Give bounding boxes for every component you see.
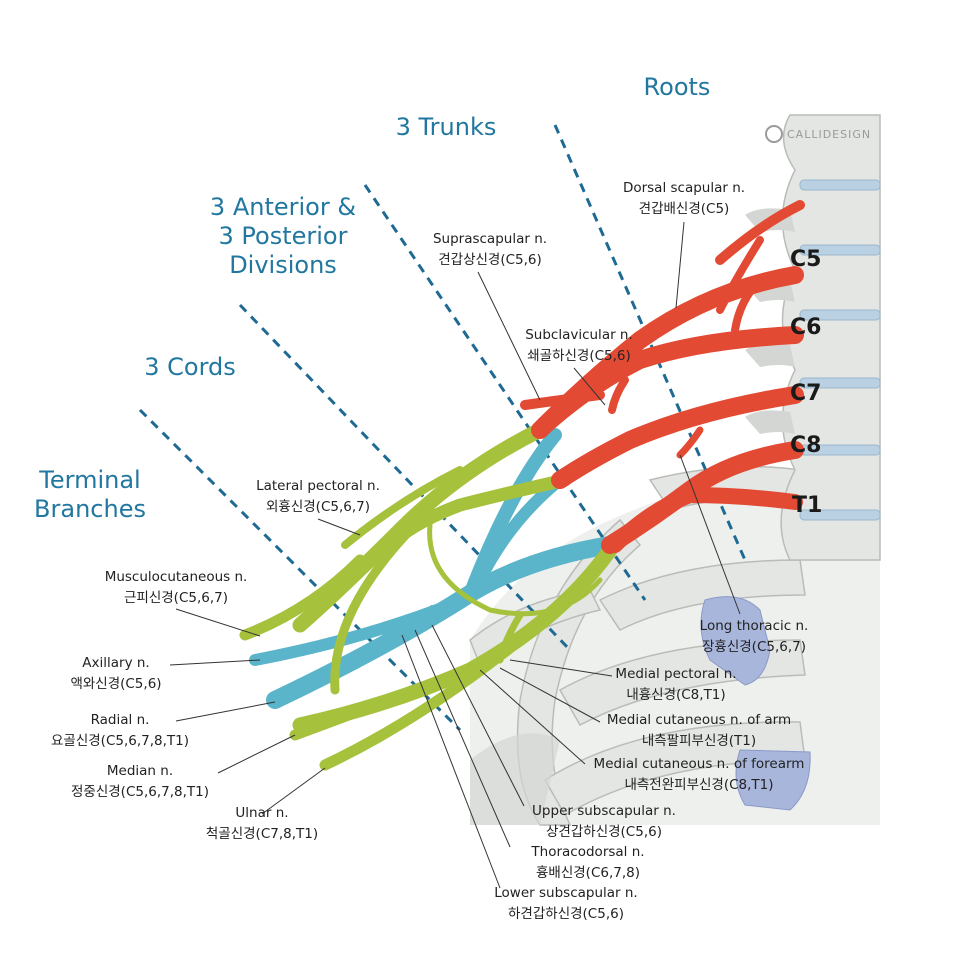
root-label-c6: C6 [790, 315, 821, 340]
label-musculocutaneous-en: Musculocutaneous n. [105, 569, 248, 585]
root-labels: C5 C6 C7 C8 T1 [790, 247, 822, 518]
label-dorsal-scapular-en: Dorsal scapular n. [623, 180, 745, 196]
dorsal-scapular-nerve [715, 200, 805, 265]
label-thoracodorsal-ko: 흉배신경(C6,7,8) [536, 865, 640, 881]
label-ulnar-ko: 척골신경(C7,8,T1) [206, 826, 318, 842]
label-upper-subscapular-ko: 상견갑하신경(C5,6) [546, 824, 662, 840]
label-median-en: Median n. [107, 763, 173, 779]
title-divisions-line1: 3 Anterior & [210, 193, 356, 221]
title-terminal-line2: Branches [34, 495, 146, 523]
root-label-t1: T1 [792, 493, 822, 518]
label-long-thoracic-ko: 장흉신경(C5,6,7) [702, 639, 806, 655]
title-divisions-line3: Divisions [229, 251, 337, 279]
label-medial-pectoral-en: Medial pectoral n. [615, 666, 736, 682]
label-medial-cut-arm-en: Medial cutaneous n. of arm [607, 712, 791, 728]
median-lateral-root [330, 515, 425, 695]
label-radial-en: Radial n. [91, 712, 150, 728]
label-upper-subscapular-en: Upper subscapular n. [532, 803, 676, 819]
title-trunks: 3 Trunks [396, 113, 497, 141]
label-radial-ko: 요골신경(C5,6,7,8,T1) [51, 733, 189, 749]
root-label-c5: C5 [790, 247, 821, 272]
region-guides [138, 124, 747, 732]
label-lower-subscapular-en: Lower subscapular n. [494, 885, 637, 901]
label-medial-cut-arm-ko: 내측팔피부신경(T1) [642, 733, 756, 749]
label-subclavicular-ko: 쇄골하신경(C5,6) [527, 348, 631, 364]
label-subclavicular-en: Subclavicular n. [525, 327, 633, 343]
label-lateral-pectoral-en: Lateral pectoral n. [256, 478, 380, 494]
label-median-ko: 정중신경(C5,6,7,8,T1) [71, 784, 209, 800]
label-lateral-pectoral-ko: 외흉신경(C5,6,7) [266, 499, 370, 515]
median-nerve [289, 664, 476, 741]
trunks-guide [363, 184, 647, 601]
lower-muscle-shape [735, 749, 811, 811]
lateral-pectoral-branch [341, 466, 464, 549]
label-suprascapular-ko: 견갑상신경(C5,6) [438, 252, 542, 268]
medial-pectoral-loop [427, 522, 603, 617]
nerve-labels: Dorsal scapular n. 견갑배신경(C5) Suprascapul… [51, 180, 808, 922]
label-lower-subscapular-ko: 하견갑하신경(C5,6) [508, 906, 624, 922]
subclavian-nerve [608, 376, 629, 414]
title-cords: 3 Cords [144, 353, 236, 381]
label-medial-pectoral-ko: 내흉신경(C8,T1) [626, 687, 725, 703]
root-c7 [551, 386, 804, 489]
title-roots: Roots [644, 73, 711, 101]
logo-text: CALLIDESIGN [787, 128, 871, 141]
label-musculocutaneous-ko: 근피신경(C5,6,7) [124, 590, 228, 606]
label-medial-cut-forearm-ko: 내측전완피부신경(C8,T1) [624, 777, 773, 793]
label-long-thoracic-en: Long thoracic n. [700, 618, 809, 634]
label-axillary-ko: 액와신경(C5,6) [70, 676, 161, 692]
label-dorsal-scapular-ko: 견갑배신경(C5) [639, 201, 730, 217]
label-thoracodorsal-en: Thoracodorsal n. [530, 844, 644, 860]
suprascapular-nerve [520, 390, 605, 410]
callidesign-logo: CALLIDESIGN [765, 125, 871, 143]
label-axillary-en: Axillary n. [82, 655, 149, 671]
root-label-c8: C8 [790, 433, 821, 458]
nerves [239, 200, 805, 771]
section-titles: Roots 3 Trunks 3 Anterior & 3 Posterior … [34, 73, 710, 523]
label-ulnar-en: Ulnar n. [235, 805, 288, 821]
root-t1 [607, 486, 803, 553]
musculocutaneous-nerve [239, 554, 366, 641]
serratus-muscle-shape [700, 596, 771, 686]
title-divisions-line2: 3 Posterior [219, 222, 348, 250]
root-label-c7: C7 [790, 381, 821, 406]
label-suprascapular-en: Suprascapular n. [433, 231, 547, 247]
title-terminal-line1: Terminal [38, 466, 140, 494]
label-medial-cut-forearm-en: Medial cutaneous n. of forearm [594, 756, 805, 772]
cords-guide [138, 408, 462, 732]
ulnar-nerve [319, 634, 526, 771]
leader-lines [169, 221, 741, 889]
